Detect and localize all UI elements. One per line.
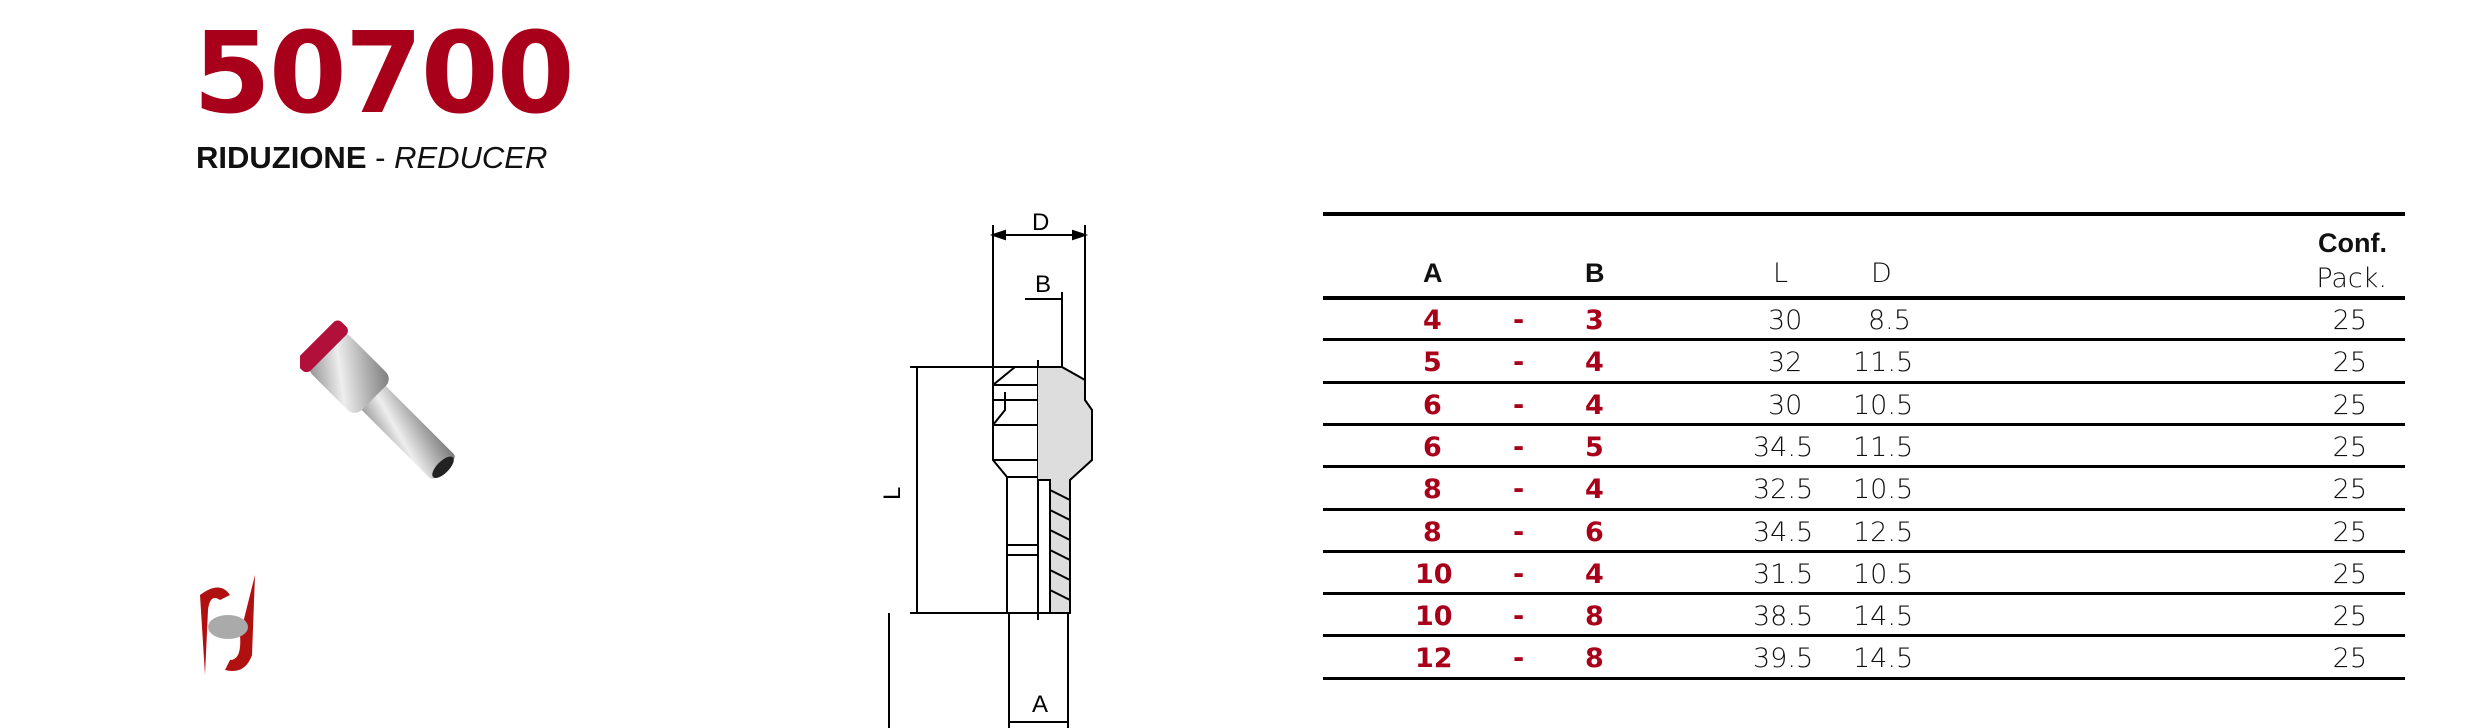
product-name-en: REDUCER <box>394 140 548 175</box>
cell-pack: 25 <box>2332 474 2367 506</box>
cell-l: 30 <box>1768 305 1803 336</box>
header-d: D <box>1871 258 1892 289</box>
header-a: A <box>1423 258 1443 288</box>
product-photo <box>300 320 455 480</box>
cell-d: 10.5 <box>1853 389 1914 421</box>
cell-d: 14.5 <box>1853 643 1914 675</box>
row-rule <box>1323 549 2405 553</box>
header-b: B <box>1585 258 1605 288</box>
cell-sep: - <box>1513 474 1525 506</box>
cell-l: 32.5 <box>1753 474 1814 506</box>
cell-d: 12.5 <box>1853 516 1914 548</box>
dim-label-a: A <box>1032 691 1048 718</box>
cell-l: 31.5 <box>1753 558 1814 590</box>
cell-b: 4 <box>1585 389 1604 421</box>
row-rule <box>1323 422 2405 426</box>
cell-d: 11.5 <box>1853 431 1914 463</box>
row-rule <box>1323 676 2405 680</box>
cell-pack: 25 <box>2332 643 2367 675</box>
row-rule <box>1323 338 2405 342</box>
cell-l: 32 <box>1768 347 1803 379</box>
product-subtitle: RIDUZIONE - REDUCER <box>196 142 547 173</box>
row-rule <box>1323 507 2405 511</box>
cell-d: 11.5 <box>1853 347 1914 379</box>
cell-a: 5 <box>1423 347 1442 379</box>
dim-label-b: B <box>1035 271 1051 298</box>
cell-pack: 25 <box>2332 389 2367 421</box>
header-pack: Pack. <box>2316 263 2387 294</box>
dim-label-d: D <box>1032 209 1049 236</box>
cell-sep: - <box>1513 643 1525 675</box>
row-rule <box>1323 592 2405 596</box>
row-rule <box>1323 634 2405 638</box>
cell-d: 8.5 <box>1868 305 1911 336</box>
cell-b: 6 <box>1585 516 1604 548</box>
cell-sep: - <box>1513 516 1525 548</box>
cell-a: 10 <box>1415 558 1453 590</box>
cell-sep: - <box>1513 558 1525 590</box>
cell-b: 4 <box>1585 347 1604 379</box>
cell-pack: 25 <box>2332 601 2367 633</box>
cell-a: 8 <box>1423 474 1442 506</box>
table-top-rule <box>1323 212 2405 216</box>
row-rule <box>1323 465 2405 469</box>
cell-l: 34.5 <box>1753 516 1814 548</box>
cell-a: 6 <box>1423 431 1442 463</box>
cell-pack: 25 <box>2332 431 2367 463</box>
header-conf: Conf. <box>2318 228 2387 258</box>
subtitle-separator: - <box>366 140 395 175</box>
cell-a: 10 <box>1415 601 1453 633</box>
dim-label-l: L <box>880 487 906 500</box>
cell-a: 12 <box>1415 643 1453 675</box>
technical-drawing: D B L A <box>880 209 1093 728</box>
cell-d: 10.5 <box>1853 474 1914 506</box>
cell-a: 4 <box>1423 305 1442 336</box>
product-name-it: RIDUZIONE <box>196 140 367 175</box>
cell-a: 6 <box>1423 389 1442 421</box>
cell-b: 4 <box>1585 474 1604 506</box>
cell-l: 38.5 <box>1753 601 1814 633</box>
cell-pack: 25 <box>2332 558 2367 590</box>
cell-a: 8 <box>1423 516 1442 548</box>
brand-logo <box>200 575 255 675</box>
cell-b: 8 <box>1585 601 1604 633</box>
cell-b: 3 <box>1585 305 1604 336</box>
cell-sep: - <box>1513 431 1525 463</box>
cell-b: 5 <box>1585 431 1604 463</box>
cell-d: 14.5 <box>1853 601 1914 633</box>
header-l: L <box>1773 258 1789 289</box>
product-code: 50700 <box>193 9 575 139</box>
cell-pack: 25 <box>2332 347 2367 379</box>
cell-sep: - <box>1513 389 1525 421</box>
cell-l: 34.5 <box>1753 431 1814 463</box>
cell-sep: - <box>1513 347 1525 379</box>
cell-l: 30 <box>1768 389 1803 421</box>
cell-sep: - <box>1513 601 1525 633</box>
header-rule <box>1323 296 2405 300</box>
cell-b: 4 <box>1585 558 1604 590</box>
cell-l: 39.5 <box>1753 643 1814 675</box>
cell-d: 10.5 <box>1853 558 1914 590</box>
cell-pack: 25 <box>2332 305 2367 336</box>
cell-b: 8 <box>1585 643 1604 675</box>
cell-pack: 25 <box>2332 516 2367 548</box>
row-rule <box>1323 380 2405 384</box>
cell-sep: - <box>1513 305 1525 336</box>
